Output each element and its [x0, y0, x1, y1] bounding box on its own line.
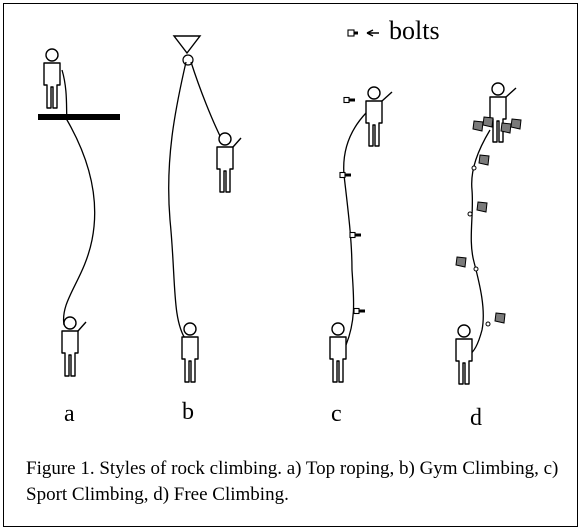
cam-icon [510, 118, 522, 130]
cam-icon [500, 122, 512, 134]
carabiner [473, 266, 479, 272]
climber-figure [216, 132, 234, 193]
figure-caption: Figure 1. Styles of rock climbing. a) To… [26, 458, 559, 505]
cam-icon [494, 312, 506, 324]
bolt-icon [349, 231, 362, 239]
top-ledge [38, 114, 120, 120]
belayer-figure [329, 322, 347, 383]
belayer-figure [43, 48, 61, 109]
panel-label-b: b [182, 399, 194, 425]
panel-label-d: d [470, 405, 482, 431]
panel-c-illustration [329, 86, 393, 383]
cam-icon [478, 154, 490, 166]
panel-a-illustration [38, 48, 120, 377]
cam-icon [476, 201, 488, 213]
carabiner [485, 321, 491, 327]
panel-d-illustration [455, 82, 522, 385]
climber-figure [365, 86, 383, 147]
bolt-icon [353, 307, 366, 315]
belayer-figure [455, 324, 473, 385]
panel-label-a: a [64, 401, 75, 427]
climber-arm [381, 91, 393, 102]
belayer-figure [181, 322, 199, 383]
rope [61, 69, 96, 326]
bolt-icon [343, 96, 356, 104]
panel-b-illustration [168, 35, 242, 383]
climber-arm [505, 87, 517, 98]
anchor-triangle [172, 35, 202, 55]
panel-label-c: c [331, 401, 342, 427]
carabiner [471, 165, 477, 171]
climber-arm [77, 321, 87, 332]
bolt-icon [339, 171, 352, 179]
legend-label: bolts [389, 16, 440, 45]
bolt-icon [347, 29, 358, 37]
figure-frame [3, 3, 578, 527]
rope [190, 61, 223, 141]
climber-figure [61, 316, 79, 377]
climber-arm [232, 137, 242, 148]
rope [467, 129, 491, 357]
cam-icon [455, 256, 467, 268]
cam-icon [482, 116, 494, 128]
rope [168, 61, 187, 341]
climber-figure [489, 82, 507, 143]
cam-icon [472, 120, 484, 132]
carabiner [467, 211, 473, 217]
legend-arrow [366, 29, 379, 37]
